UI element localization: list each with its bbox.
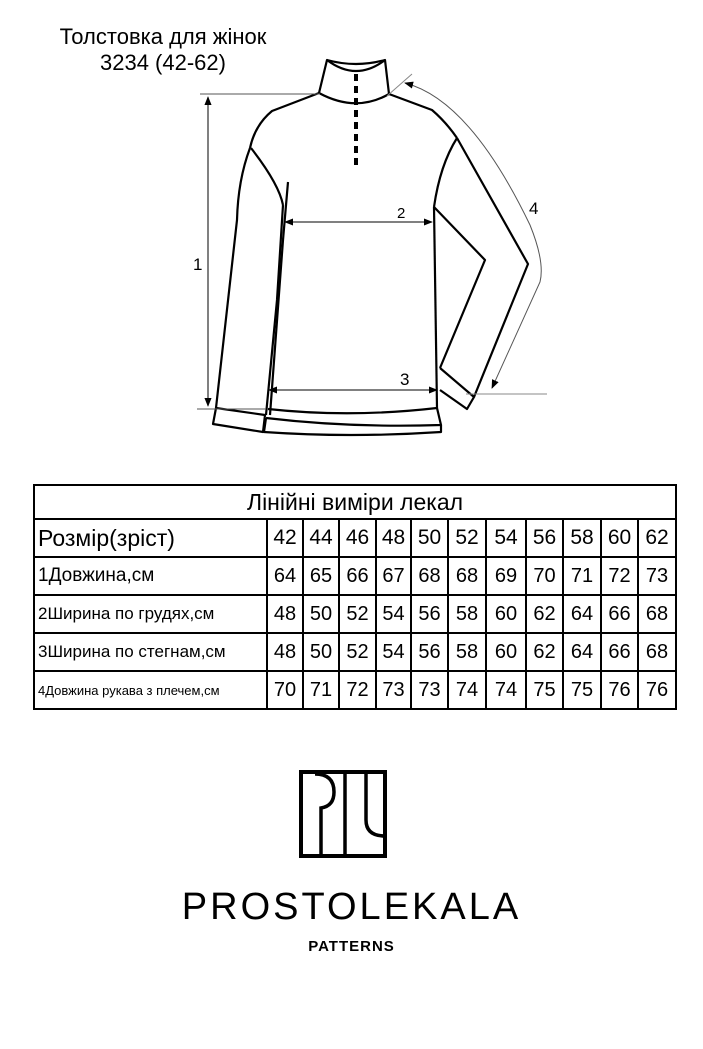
value-cell: 76 [600,670,639,710]
table-row-chest: 2Ширина по грудях,см 48 50 52 54 56 58 6… [33,594,678,634]
product-title: Толстовка для жінок [59,24,267,49]
value-cell: 60 [485,632,527,672]
size-cell: 44 [302,518,340,558]
value-cell: 52 [338,594,377,634]
value-cell: 68 [447,556,487,596]
size-cell: 46 [338,518,377,558]
value-cell: 68 [636,632,678,672]
sweatshirt-outline [211,58,530,437]
row-label: 4Довжина рукава з плечем,см [33,670,268,710]
value-cell: 68 [636,594,678,634]
value-cell: 68 [410,556,449,596]
value-cell: 65 [302,556,340,596]
size-cell: 50 [410,518,449,558]
measure-label-sleeve: 4 [529,199,538,218]
value-cell: 67 [375,556,412,596]
value-cell: 58 [447,632,487,672]
value-cell: 66 [600,594,639,634]
value-cell: 71 [562,556,602,596]
value-cell: 62 [525,632,564,672]
measure-label-chest: 2 [397,205,405,222]
value-cell: 74 [485,670,527,710]
value-cell: 70 [266,670,304,710]
value-cell: 54 [375,632,412,672]
value-cell: 75 [525,670,564,710]
size-cell: 58 [562,518,602,558]
size-cell: 60 [600,518,639,558]
page-title: Толстовка для жінок 3234 (42-62) [33,24,293,76]
value-cell: 66 [338,556,377,596]
row-label: 1Довжина,см [33,556,268,596]
value-cell: 72 [338,670,377,710]
value-cell: 74 [447,670,487,710]
value-cell: 50 [302,632,340,672]
value-cell: 50 [302,594,340,634]
value-cell: 64 [562,594,602,634]
size-cell: 52 [447,518,487,558]
value-cell: 54 [375,594,412,634]
value-cell: 73 [410,670,449,710]
value-cell: 48 [266,594,304,634]
value-cell: 60 [485,594,527,634]
value-cell: 66 [600,632,639,672]
measure-length [197,93,320,410]
product-code: 3234 (42-62) [100,50,226,75]
value-cell: 76 [636,670,678,710]
value-cell: 72 [600,556,639,596]
value-cell: 71 [302,670,340,710]
value-cell: 58 [447,594,487,634]
row-label: 2Ширина по грудях,см [33,594,268,634]
table-row-sleeve: 4Довжина рукава з плечем,см 70 71 72 73 … [33,670,678,710]
size-cell: 62 [636,518,678,558]
value-cell: 69 [485,556,527,596]
size-header-label: Розмір(зріст) [33,518,268,558]
size-chart-table: Лінійні виміри лекал Розмір(зріст) 42 44… [32,484,678,710]
value-cell: 64 [266,556,304,596]
size-cell: 42 [266,518,304,558]
value-cell: 73 [636,556,678,596]
measure-label-length: 1 [193,255,202,274]
value-cell: 70 [525,556,564,596]
size-cell: 56 [525,518,564,558]
value-cell: 56 [410,632,449,672]
measure-sleeve [386,73,547,395]
value-cell: 73 [375,670,412,710]
pl-monogram-icon [299,770,387,858]
row-label: 3Ширина по стегнам,см [33,632,268,672]
value-cell: 56 [410,594,449,634]
brand-name: PROSTOLEKALA [181,886,522,928]
collar [317,58,391,105]
size-cell: 48 [375,518,412,558]
value-cell: 52 [338,632,377,672]
table-header-row: Розмір(зріст) 42 44 46 48 50 52 54 56 58… [33,518,678,558]
value-cell: 64 [562,632,602,672]
size-cell: 54 [485,518,527,558]
value-cell: 62 [525,594,564,634]
table-caption: Лінійні виміри лекал [32,484,678,520]
value-cell: 75 [562,670,602,710]
table-row-hip: 3Ширина по стегнам,см 48 50 52 54 56 58 … [33,632,678,672]
garment-technical-drawing: 1 2 3 4 [193,58,547,437]
value-cell: 48 [266,632,304,672]
brand-tagline: PATTERNS [308,938,395,955]
measure-label-hip: 3 [400,370,409,389]
table-row-length: 1Довжина,см 64 65 66 67 68 68 69 70 71 7… [33,556,678,596]
